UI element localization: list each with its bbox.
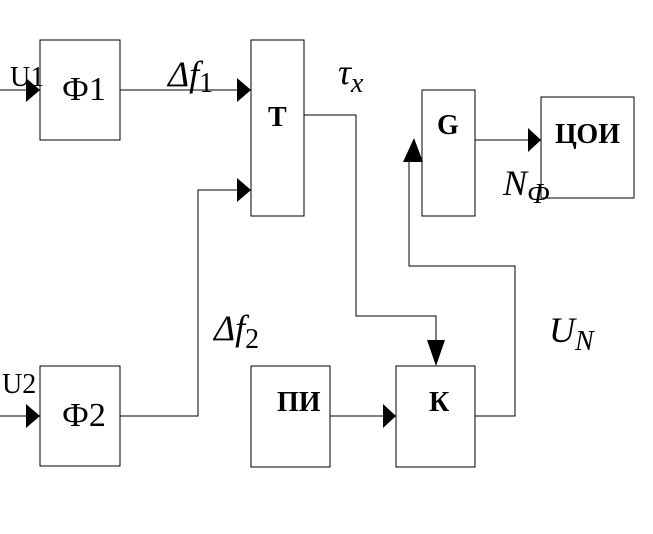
arrow-into-f2 — [26, 404, 40, 428]
block-t-label: Т — [268, 102, 287, 133]
block-tsoi-label: ЦОИ — [555, 119, 620, 150]
arrow-into-f1 — [26, 78, 40, 102]
arrow-into-t-bottom — [237, 178, 251, 202]
block-pi: ПИ — [250, 365, 331, 468]
arrow-into-tsoi — [528, 128, 541, 152]
block-f1-label: Ф1 — [62, 71, 106, 108]
input-u2-label: U2 — [2, 369, 36, 400]
block-g: G — [421, 89, 476, 217]
wire-t-to-k — [304, 114, 437, 342]
signal-un-label: UN — [549, 310, 595, 357]
block-k: К — [395, 365, 476, 468]
block-tsoi: ЦОИ — [540, 96, 635, 199]
arrow-into-k-top — [427, 340, 445, 366]
block-k-label: К — [429, 387, 450, 418]
block-pi-label: ПИ — [277, 387, 321, 418]
input-u1-label: U1 — [10, 62, 44, 93]
arrow-into-g — [403, 138, 423, 162]
wire-k-to-g — [408, 160, 516, 417]
signal-df2-label: Δf2 — [212, 308, 259, 355]
block-f2: Ф2 — [39, 365, 121, 467]
signal-tau-label: τx — [338, 52, 364, 99]
arrow-into-k-left — [383, 404, 396, 428]
block-f1: Ф1 — [39, 39, 121, 141]
wire-f2-to-t — [120, 189, 238, 417]
arrow-into-t-top — [237, 78, 251, 102]
signal-nf-label: NФ — [502, 163, 550, 210]
block-g-label: G — [437, 110, 459, 141]
block-f2-label: Ф2 — [62, 397, 106, 434]
block-t: Т — [250, 39, 305, 217]
signal-df1-label: Δf1 — [166, 54, 213, 99]
